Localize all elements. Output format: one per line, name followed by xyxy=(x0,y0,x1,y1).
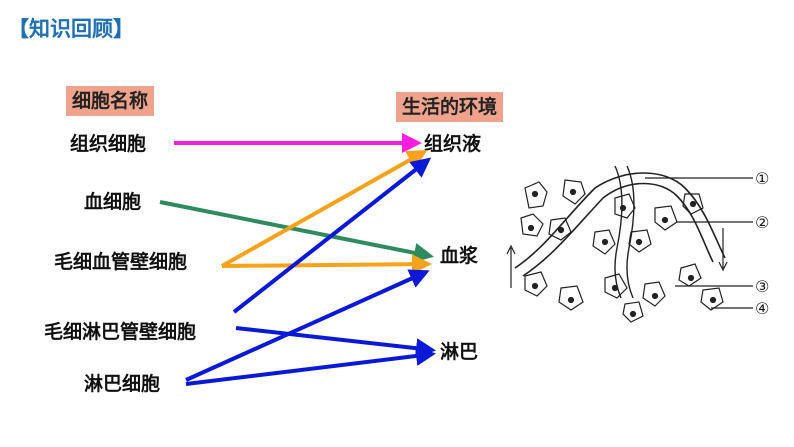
arrow-lymph-wall-to-lymph xyxy=(235,326,436,359)
arrow-blood-to-plasma xyxy=(159,200,434,263)
page-title: 【知识回顾】 xyxy=(8,17,134,41)
diagram-label-3: ③ xyxy=(755,277,769,296)
diagram-label-2: ② xyxy=(755,213,769,232)
arrow-lymphocyte-to-plasma xyxy=(185,269,430,382)
cell-blood: 血细胞 xyxy=(84,191,142,213)
cell-lymphocyte: 淋巴细胞 xyxy=(84,373,161,395)
env-tissue-fluid: 组织液 xyxy=(424,133,482,155)
arrow-lymphocyte-to-lymph xyxy=(185,346,436,386)
tissue-structure-diagram: ① ② ③ ④ xyxy=(506,165,769,323)
diagram-label-1: ① xyxy=(755,169,769,188)
cell-name-header: 细胞名称 xyxy=(66,86,155,116)
environment-header: 生活的环境 xyxy=(396,92,504,122)
arrow-lymph-wall-to-tissue-fluid xyxy=(232,157,432,314)
arrow-capillary-to-plasma xyxy=(221,254,432,275)
cell-lymph-capillary-wall: 毛细淋巴管壁细胞 xyxy=(44,321,197,343)
env-lymph: 淋巴 xyxy=(440,341,479,363)
cell-capillary-wall: 毛细血管壁细胞 xyxy=(54,251,188,273)
env-plasma: 血浆 xyxy=(440,245,479,267)
diagram-label-4: ④ xyxy=(755,299,769,318)
arrow-capillary-to-tissue-fluid xyxy=(221,150,428,268)
cell-tissue: 组织细胞 xyxy=(70,133,147,155)
